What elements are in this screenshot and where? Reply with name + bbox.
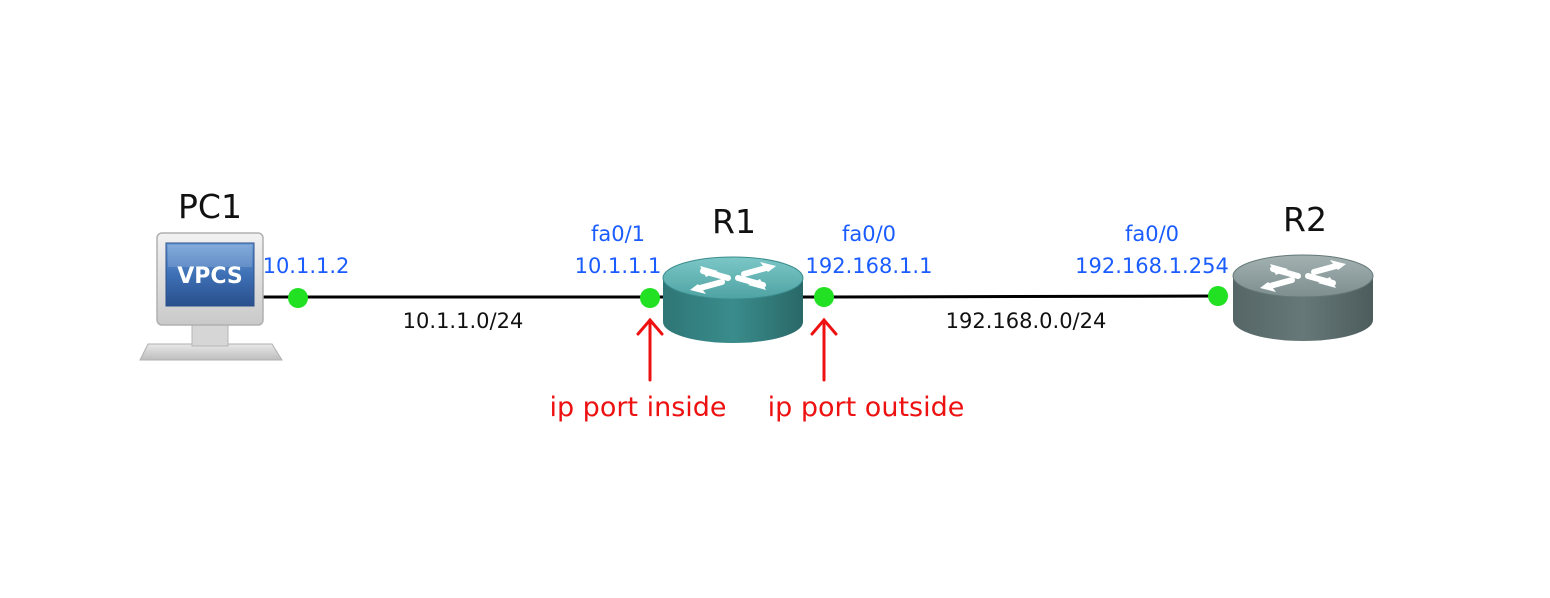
r2-label: R2 <box>1283 200 1327 239</box>
wan-network-label: 192.168.0.0/24 <box>946 309 1107 333</box>
r1-router-icon[interactable] <box>662 256 804 343</box>
port-dot-pc1[interactable] <box>288 288 308 308</box>
r2-fa0-0-ip-label: 192.168.1.254 <box>1075 254 1229 278</box>
r1-fa0-0-iface-label: fa0/0 <box>842 222 896 246</box>
r1-fa0-0-ip-label: 192.168.1.1 <box>806 254 933 278</box>
inside-annotation-label: ip port inside <box>549 392 726 423</box>
pc1-label: PC1 <box>178 187 242 226</box>
r1-router-arrows-icon <box>690 262 776 294</box>
port-dot-r2-fa0-0[interactable] <box>1208 286 1228 306</box>
outside-arrow-icon <box>810 317 838 382</box>
link-wan[interactable] <box>823 294 1219 299</box>
r2-router-icon[interactable] <box>1232 254 1374 341</box>
lan-network-label: 10.1.1.0/24 <box>403 309 524 333</box>
pc1-screen-label: VPCS <box>177 264 243 289</box>
r1-fa0-1-iface-label: fa0/1 <box>591 222 645 246</box>
r1-label: R1 <box>712 202 756 241</box>
r2-router-arrows-icon <box>1260 260 1346 292</box>
port-dot-r1-fa0-0[interactable] <box>814 287 834 307</box>
r1-fa0-1-ip-label: 10.1.1.1 <box>575 254 662 278</box>
pc1-computer-icon[interactable]: VPCS <box>139 232 283 361</box>
pc1-ip-label: 10.1.1.2 <box>263 254 350 278</box>
inside-arrow-icon <box>636 317 664 382</box>
port-dot-r1-fa0-1[interactable] <box>640 288 660 308</box>
r2-fa0-0-iface-label: fa0/0 <box>1125 222 1179 246</box>
outside-annotation-label: ip port outside <box>768 392 965 423</box>
